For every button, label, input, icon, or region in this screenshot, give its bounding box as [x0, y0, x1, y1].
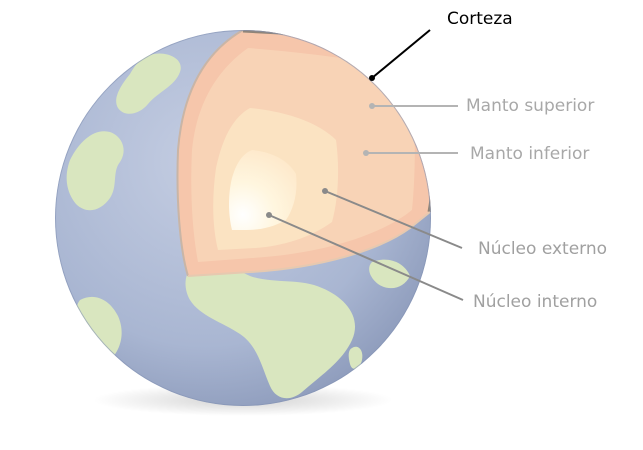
leader-inner-core-dot — [266, 212, 272, 218]
label-inner-core: Núcleo interno — [473, 292, 597, 312]
landmass-madagascar — [348, 346, 363, 369]
globe — [55, 30, 431, 406]
landmass-africa — [185, 265, 356, 399]
landmass-greenland — [116, 53, 181, 114]
leader-lower-mantle-dot — [363, 150, 369, 156]
label-outer-core: Núcleo externo — [478, 239, 607, 259]
leader-outer-core — [324, 190, 463, 249]
leader-lines — [266, 29, 464, 301]
cutaway — [176, 30, 431, 277]
landmass-north-america — [66, 131, 124, 211]
label-lower-mantle: Manto inferior — [470, 144, 589, 164]
leader-crust-dot — [369, 75, 375, 81]
cut-edge-bottom — [187, 211, 431, 277]
leader-upper-mantle-dot — [369, 103, 375, 109]
leader-outer-core-dot — [322, 188, 328, 194]
label-upper-mantle: Manto superior — [466, 96, 594, 116]
leader-inner-core — [268, 214, 464, 301]
layer-labels: Corteza Manto superior Manto inferior Nú… — [447, 9, 607, 312]
label-crust: Corteza — [447, 9, 513, 29]
landmass-arabia — [369, 259, 410, 289]
layer-inner-core — [229, 150, 297, 230]
cut-edge-left — [176, 30, 244, 277]
leader-crust — [371, 29, 431, 79]
